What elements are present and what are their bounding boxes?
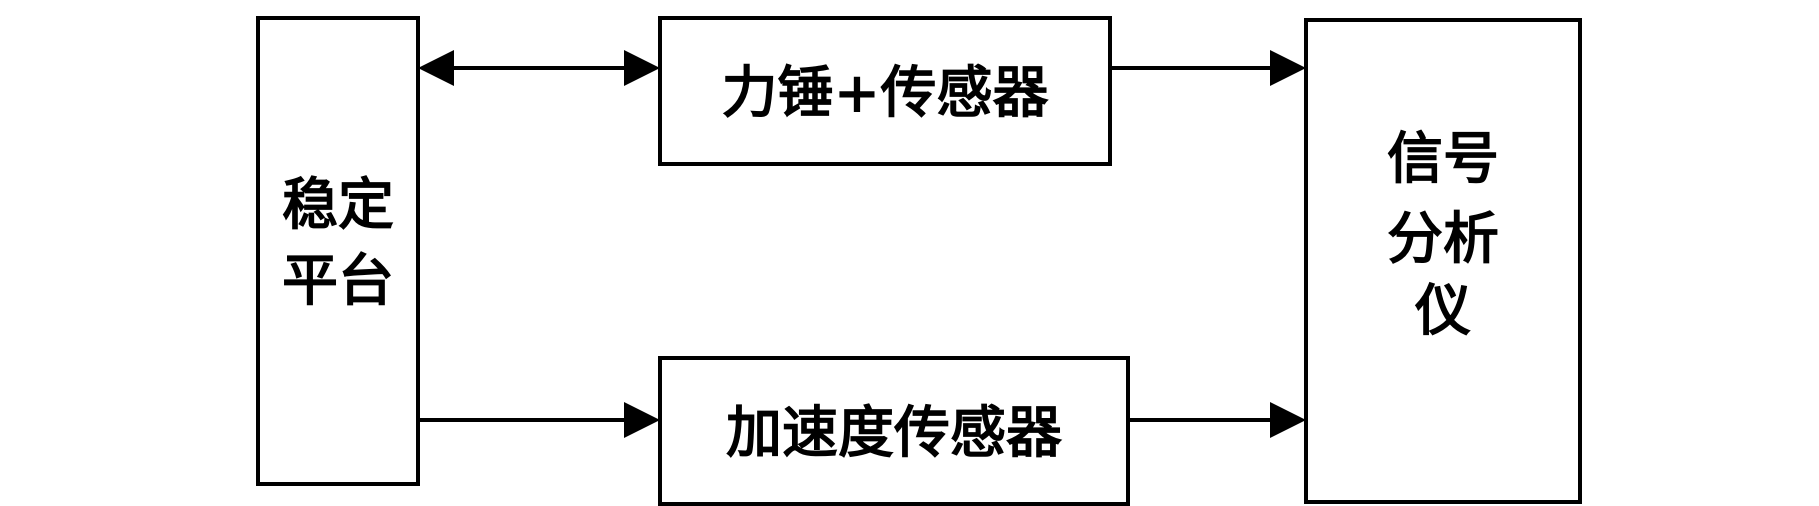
edge-platform-accel-sensor (418, 402, 660, 438)
edge-platform-accel-sensor-arrow (624, 402, 660, 438)
node-accel-sensor-box (658, 356, 1130, 506)
edge-platform-hammer-sensor-arrow-right (624, 50, 660, 86)
node-stable-platform: 稳定 平台 (256, 16, 420, 486)
edge-accel-sensor-analyzer-arrow (1270, 402, 1306, 438)
node-hammer-sensor-label: 力锤+传感器 (722, 60, 1050, 126)
node-stable-platform-label-line-2: 平台 (282, 248, 394, 314)
node-signal-analyzer-box (1304, 18, 1582, 504)
node-stable-platform-box (256, 16, 420, 486)
edge-platform-hammer-sensor (418, 50, 660, 86)
node-signal-analyzer: 信号 分析 仪 (1304, 18, 1582, 504)
node-signal-analyzer-label-line-3: 仪 (1414, 278, 1471, 344)
node-hammer-sensor: 力锤+传感器 (658, 16, 1112, 166)
node-stable-platform-label-line-1: 稳定 (282, 172, 394, 238)
edge-hammer-sensor-analyzer (1110, 50, 1306, 86)
edge-accel-sensor-analyzer (1128, 402, 1306, 438)
node-accel-sensor-label: 加速度传感器 (726, 400, 1063, 466)
edge-platform-hammer-sensor-arrow-left (418, 50, 454, 86)
node-hammer-sensor-box (658, 16, 1112, 166)
node-signal-analyzer-label-line-1: 信号 (1387, 126, 1499, 192)
node-signal-analyzer-label-line-2: 分析 (1387, 206, 1499, 272)
node-accel-sensor: 加速度传感器 (658, 356, 1130, 506)
edge-hammer-sensor-analyzer-arrow (1270, 50, 1306, 86)
